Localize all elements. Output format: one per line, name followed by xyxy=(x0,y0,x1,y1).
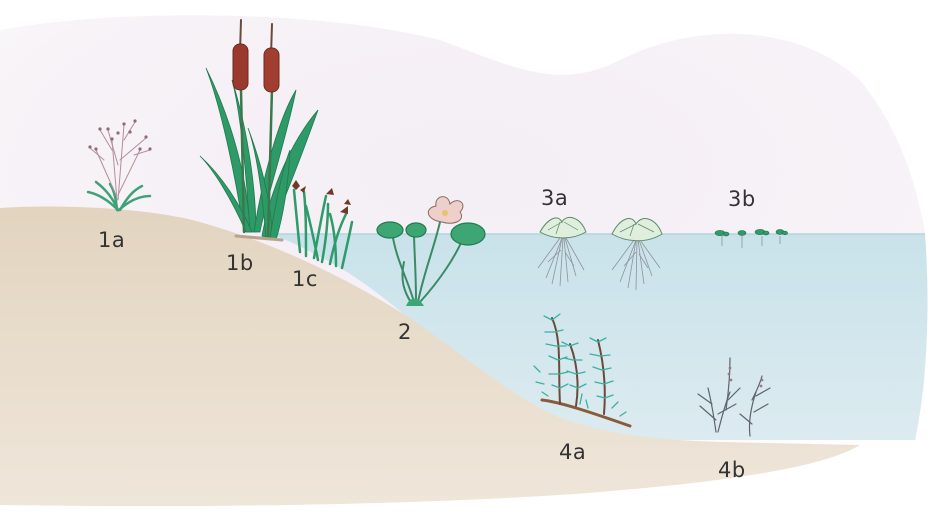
label-4a: 4a xyxy=(559,440,586,464)
label-3a: 3a xyxy=(541,186,568,210)
label-1c: 1c xyxy=(292,267,318,291)
label-4b: 4b xyxy=(718,458,746,482)
label-1b: 1b xyxy=(226,251,254,275)
label-2: 2 xyxy=(398,320,412,344)
label-1a: 1a xyxy=(98,228,125,252)
label-3b: 3b xyxy=(728,187,756,211)
